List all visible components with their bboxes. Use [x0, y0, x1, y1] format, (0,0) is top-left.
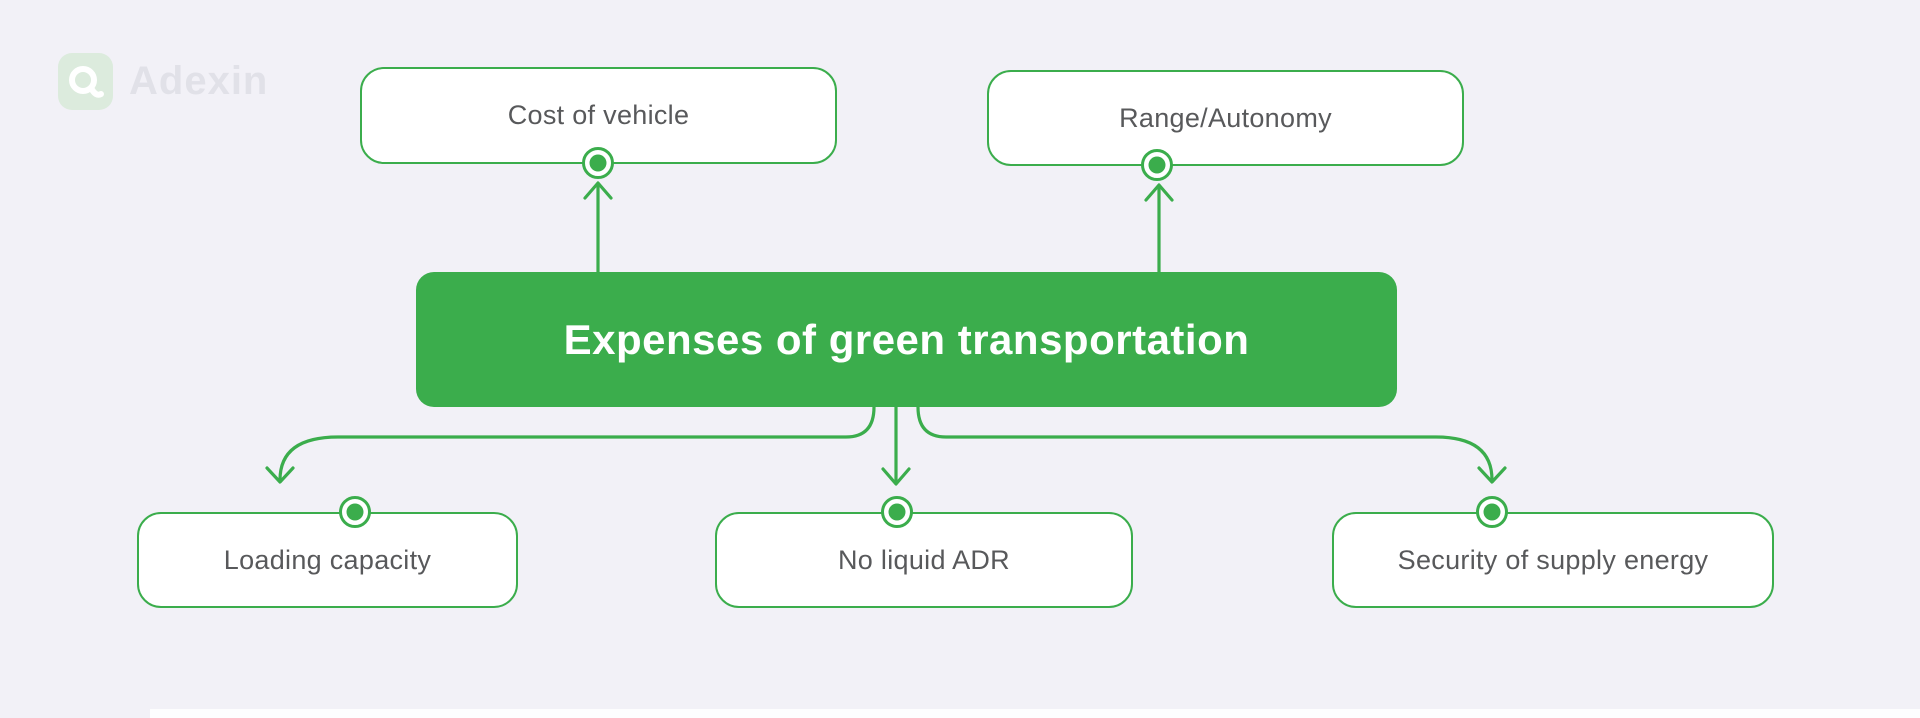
- arrow-up-to-cost: [583, 181, 613, 274]
- adexin-logo: Adexin: [58, 53, 268, 110]
- node-label: No liquid ADR: [838, 544, 1010, 575]
- node-no-liquid-adr: No liquid ADR: [715, 512, 1133, 608]
- node-label: Cost of vehicle: [507, 100, 690, 130]
- node-range-autonomy: Range/Autonomy: [987, 70, 1464, 166]
- node-security-supply-energy: Security of supply energy: [1332, 512, 1774, 608]
- arrow-down-to-adr: [881, 405, 911, 486]
- arrow-down-to-loading: [265, 405, 876, 484]
- node-label: Loading capacity: [223, 544, 432, 575]
- adexin-logo-text: Adexin: [129, 59, 269, 103]
- arrow-up-to-range: [1144, 183, 1174, 274]
- node-center-expenses: Expenses of green transportation: [416, 272, 1397, 407]
- node-cost-of-vehicle: Cost of vehicle: [360, 67, 837, 164]
- bottom-white-strip: [150, 709, 1920, 718]
- node-label: Range/Autonomy: [1119, 102, 1332, 133]
- node-loading-capacity: Loading capacity: [137, 512, 518, 608]
- adexin-logo-icon: [58, 53, 113, 110]
- center-node-label: Expenses of green transportation: [563, 315, 1250, 363]
- node-label: Security of supply energy: [1397, 544, 1709, 575]
- arrow-down-to-security: [916, 405, 1507, 484]
- adexin-a-glyph: [68, 65, 104, 98]
